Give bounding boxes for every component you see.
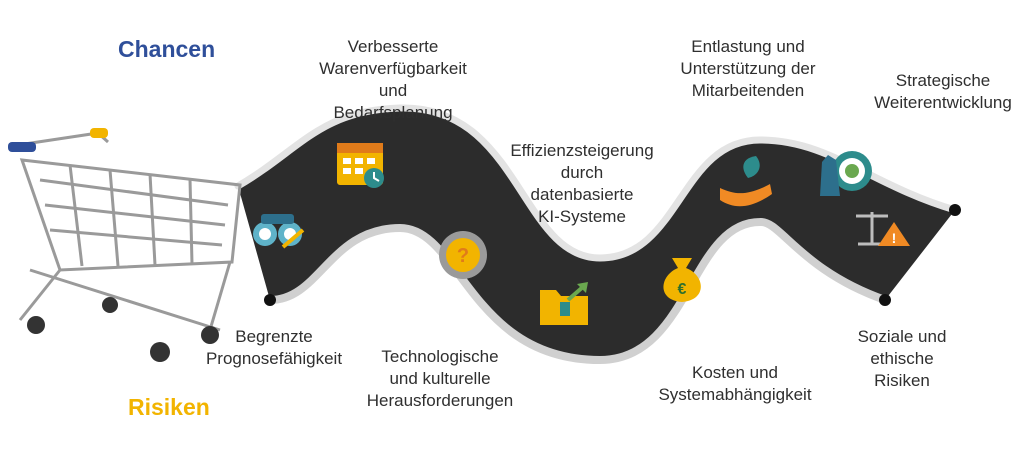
label-line: Prognosefähigkeit: [205, 349, 343, 368]
label-line: Mitarbeitenden: [691, 81, 805, 100]
label-line: Warenverfügbarkeit: [319, 59, 467, 78]
label-line: Soziale und: [857, 327, 947, 346]
question-mark-glyph: ?: [457, 245, 469, 267]
risk-label-herausforderungen: Technologische und kulturelle Herausford…: [350, 346, 530, 412]
binoculars-icon: [253, 214, 305, 249]
label-line: Begrenzte: [235, 327, 313, 346]
label-line: Risiken: [874, 371, 930, 390]
label-line: Kosten und: [691, 363, 778, 382]
calendar-icon: [337, 143, 384, 188]
label-line: KI-Systeme: [538, 207, 626, 226]
warning-glyph: !: [892, 230, 897, 246]
risk-label-soziale-ethische: Soziale und ethische Risiken: [840, 326, 964, 392]
hand-plant-icon: [720, 156, 772, 207]
label-line: Strategische: [895, 71, 991, 90]
label-line: Effizienzsteigerung: [510, 141, 654, 160]
risk-label-systemabhaengigkeit: Kosten und Systemabhängigkeit: [640, 362, 830, 406]
folder-growth-icon: [540, 282, 588, 325]
money-bag-icon: [663, 258, 701, 302]
label-line: Technologische: [381, 347, 499, 366]
risk-label-prognosefaehigkeit: Begrenzte Prognosefähigkeit: [188, 326, 360, 370]
chance-label-warenverfuegbarkeit: Verbesserte Warenverfügbarkeit und Bedar…: [318, 36, 468, 124]
label-line: Herausforderungen: [366, 391, 514, 410]
label-line: Weiterentwicklung: [874, 93, 1012, 112]
label-line: durch: [560, 163, 604, 182]
label-line: Entlastung und: [691, 37, 805, 56]
chance-label-strategische-weiterentwicklung: Strategische Weiterentwicklung: [862, 70, 1024, 114]
scale-warning-icon: [856, 212, 910, 246]
label-line: datenbasierte: [530, 185, 634, 204]
road-band: [234, 104, 961, 365]
label-line: Unterstützung der: [680, 59, 816, 78]
gear-question-icon: [439, 231, 487, 279]
euro-glyph: €: [678, 281, 687, 298]
chancen-heading: Chancen: [118, 36, 216, 62]
target-chess-icon: [820, 151, 872, 196]
chance-label-effizienzsteigerung: Effizienzsteigerung durch datenbasierte …: [492, 140, 672, 228]
label-line: ethische: [870, 349, 934, 368]
label-line: Systemabhängigkeit: [658, 385, 812, 404]
label-line: und Bedarfsplanung: [333, 81, 453, 122]
shopping-cart-icon: [8, 128, 242, 362]
label-line: und kulturelle: [389, 369, 491, 388]
chance-label-entlastung: Entlastung und Unterstützung der Mitarbe…: [660, 36, 836, 102]
risiken-heading: Risiken: [128, 394, 210, 420]
label-line: Verbesserte: [347, 37, 439, 56]
